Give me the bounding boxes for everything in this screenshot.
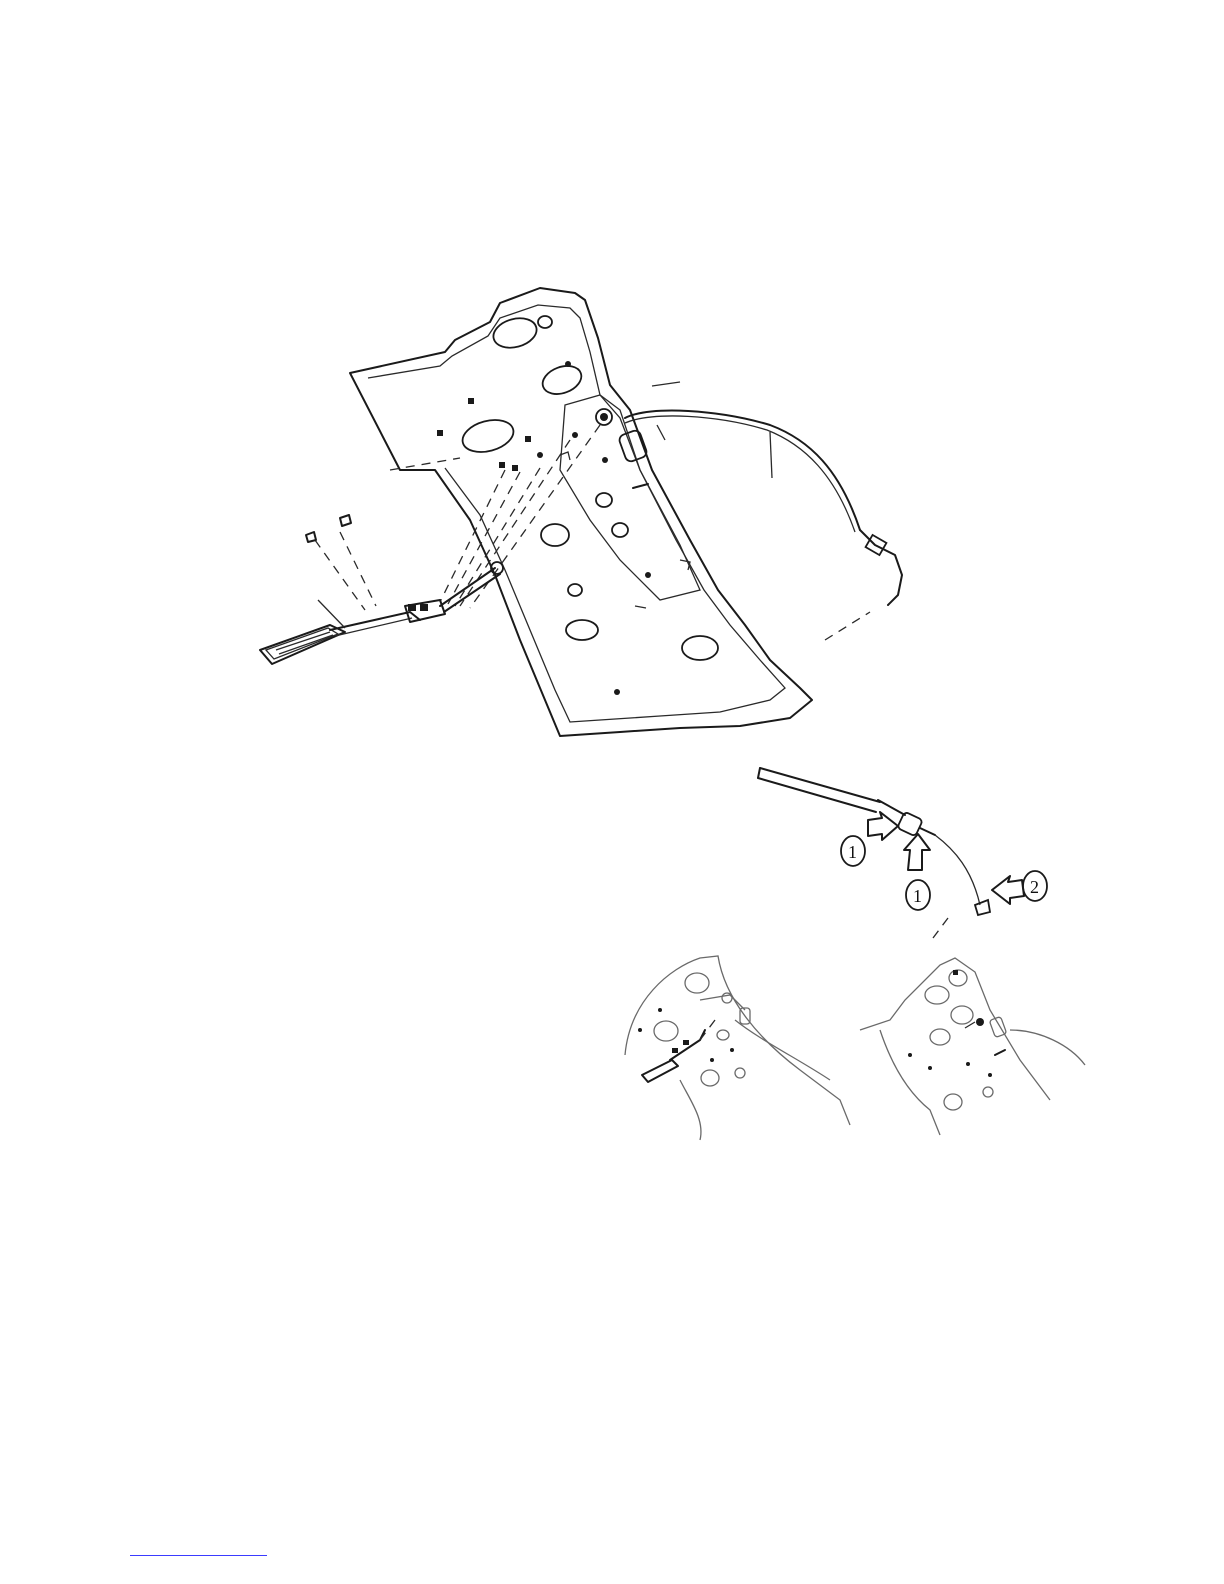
callout-label-1a: 1 bbox=[848, 842, 857, 862]
leader-lines bbox=[315, 425, 870, 640]
callout-2: 2 bbox=[1023, 871, 1047, 901]
callout-label-1b: 1 bbox=[913, 886, 922, 906]
callout-1a: 1 bbox=[841, 836, 865, 866]
callout-label-2: 2 bbox=[1030, 877, 1039, 897]
pedal-assembly bbox=[260, 515, 503, 664]
inset-pedal-installed bbox=[625, 956, 850, 1140]
callout-1b: 1 bbox=[906, 880, 930, 910]
footer-rule bbox=[130, 1555, 267, 1556]
floor-panel bbox=[350, 288, 812, 736]
cable-end-detail bbox=[758, 768, 990, 942]
inset-cable-connected bbox=[860, 958, 1085, 1135]
callout-arrows bbox=[868, 812, 1024, 904]
accelerator-cable bbox=[625, 382, 902, 605]
